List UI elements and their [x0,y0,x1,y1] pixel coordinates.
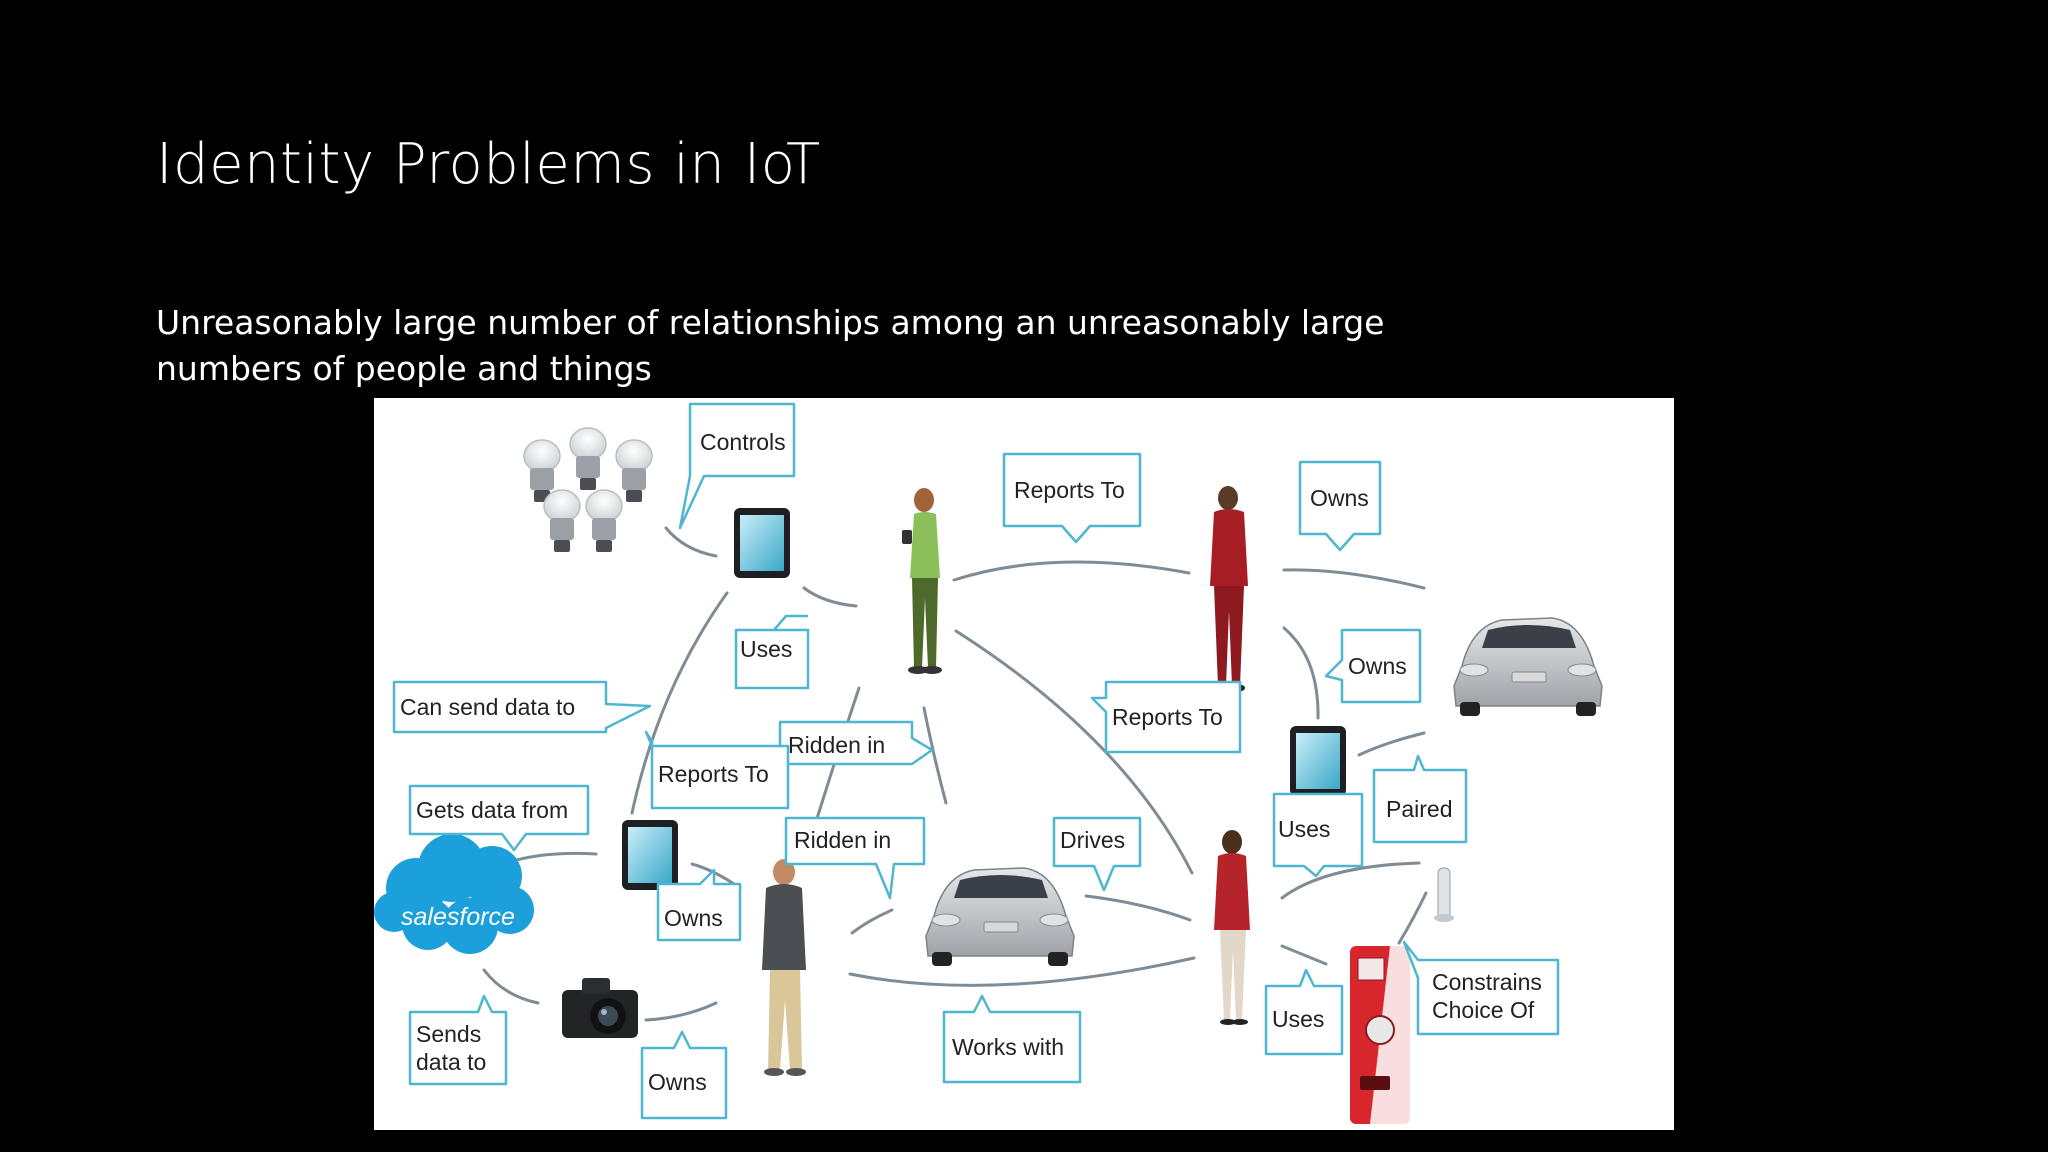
label-works-with: Works with [952,1034,1064,1060]
person-woman-red-suit-icon [1210,486,1248,692]
label-reports-to-top: Reports To [1014,477,1125,503]
person-woman-red-jacket-icon [1214,830,1250,1025]
label-reports-to-left: Reports To [658,761,769,787]
callout-gets-data-from [408,784,590,852]
person-man-casual-icon [762,859,806,1076]
vending-machine-icon [1350,946,1410,1124]
stylus-device-icon [1434,867,1454,922]
callout-ridden-in-lower [784,816,926,900]
callout-reports-to-mid [1090,680,1242,754]
callout-sends-data-to [408,994,508,1086]
tablet-icon [622,820,678,890]
label-uses-bottom: Uses [1272,1006,1324,1032]
car-icon [925,867,1075,966]
label-owns-right: Owns [1348,653,1407,679]
label-uses-right: Uses [1278,816,1330,842]
label-owns-mid: Owns [664,905,723,931]
label-uses-top: Uses [740,636,792,662]
label-constrains-line2: Choice Of [1432,997,1535,1023]
salesforce-logo-text: salesforce [401,903,515,931]
callout-owns-right [1324,628,1422,704]
callout-reports-to-left [644,730,790,810]
tablet-icon [734,508,790,578]
callout-can-send-data-to [392,680,652,734]
label-sends-data-to-line1: Sends [416,1021,481,1047]
label-constrains-line1: Constrains [1432,969,1542,995]
callout-drives [1052,816,1142,892]
callout-owns-bottom [640,1030,728,1120]
callout-uses-bottom [1264,968,1344,1056]
callout-owns-top [1298,460,1382,552]
callout-controls [678,402,796,530]
callout-uses-top [734,614,810,690]
callout-works-with [942,994,1082,1084]
label-sends-data-to-line2: data to [416,1049,486,1075]
callout-paired [1372,754,1468,844]
label-can-send-data-to: Can send data to [400,694,575,720]
callout-owns-mid [656,868,742,942]
label-drives: Drives [1060,827,1125,853]
label-controls: Controls [700,429,786,455]
slide-title: Identity Problems in IoT [156,132,821,197]
slide-subtitle: Unreasonably large number of relationshi… [156,303,1385,388]
car-icon [1453,617,1603,716]
callout-reports-to-top [1002,452,1142,544]
tablet-icon [1290,726,1346,796]
light-bulbs-icon [523,427,653,552]
label-reports-to-mid: Reports To [1112,704,1223,730]
iot-relationship-diagram: salesforce [374,398,1674,1130]
salesforce-logo: salesforce [374,834,534,954]
camera-icon [562,978,638,1038]
callout-uses-right [1272,792,1364,878]
label-ridden-in-lower: Ridden in [794,827,891,853]
person-woman-green-icon [902,488,942,674]
label-gets-data-from: Gets data from [416,797,568,823]
label-owns-bottom: Owns [648,1069,707,1095]
label-ridden-in-upper: Ridden in [788,732,885,758]
callout-constrains-choice-of [1402,940,1560,1036]
label-owns-top: Owns [1310,485,1369,511]
label-paired: Paired [1386,796,1452,822]
